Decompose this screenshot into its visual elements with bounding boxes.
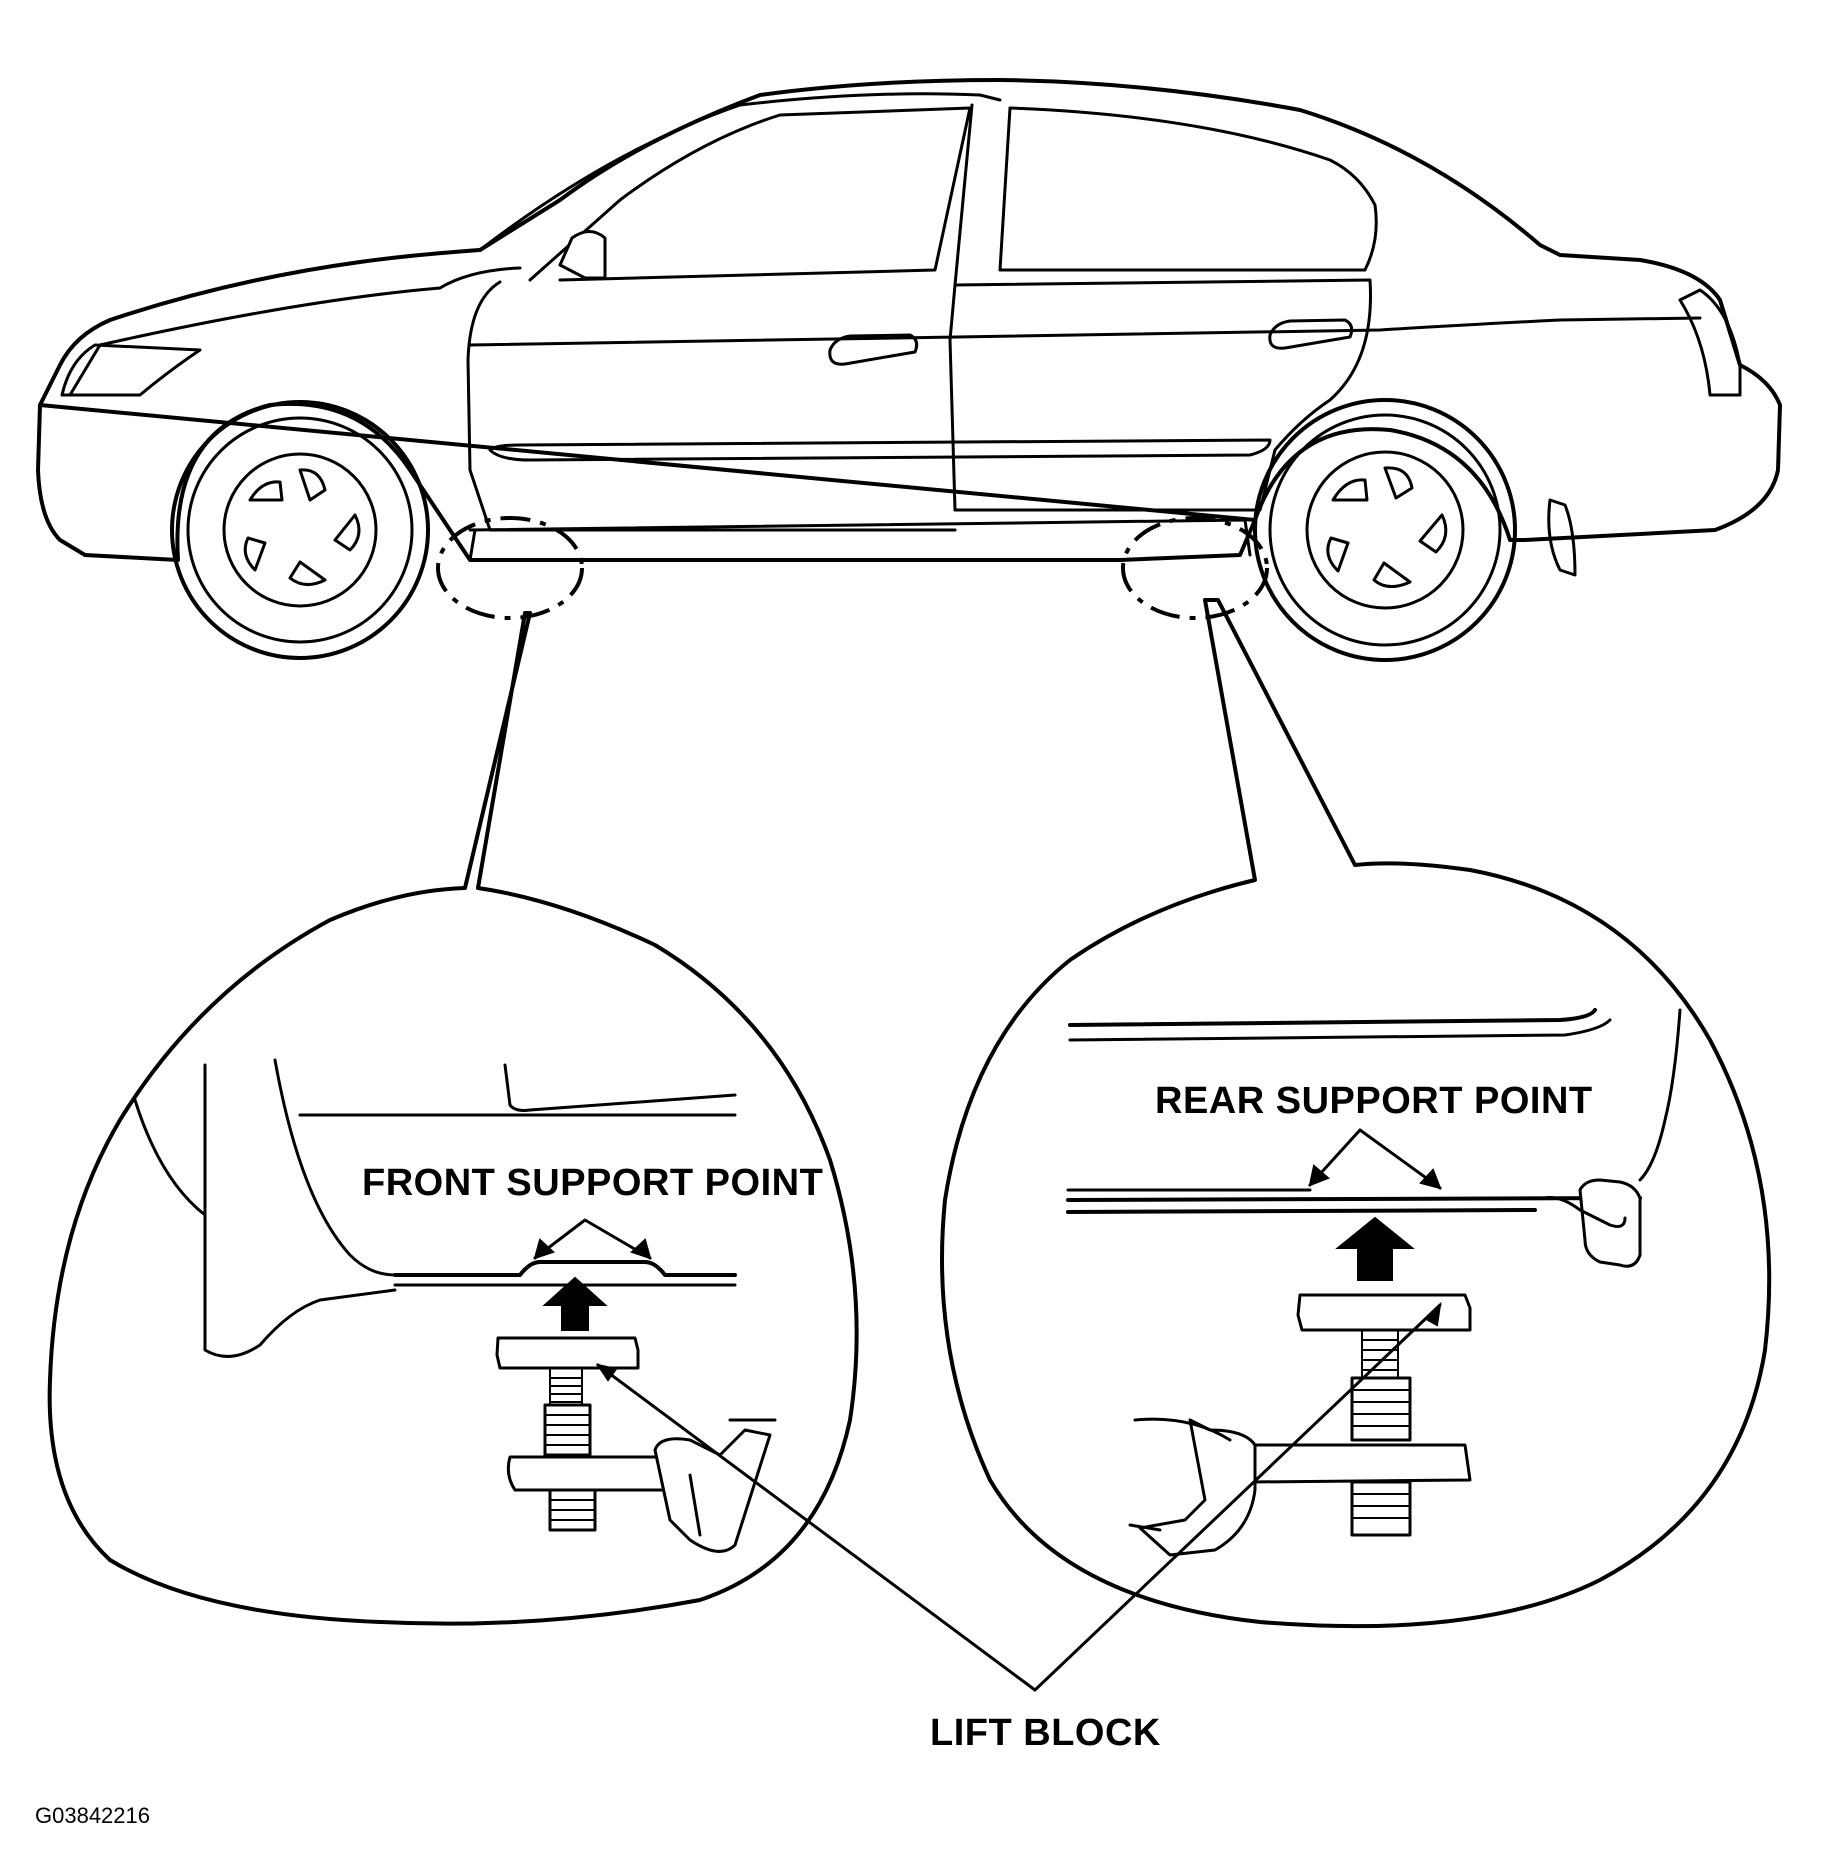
hood-line [68,266,522,397]
rear-detail-bubble [940,598,1772,1629]
rocker-panel [468,518,1252,562]
b-pillar [948,103,974,512]
car-body-outline [36,78,1782,562]
rear-support-point-label: REAR SUPPORT POINT [1155,1080,1593,1122]
front-wheel [170,400,430,660]
front-support-point-label: FRONT SUPPORT POINT [362,1162,823,1204]
front-detail-bubble [47,611,859,1626]
rear-door [953,278,1372,512]
rear-arrowhead-right [1419,1168,1442,1190]
rear-lift-block [1296,1293,1472,1332]
rear-screw-collar [1350,1376,1412,1442]
side-mirror [558,230,607,280]
car-side-view [36,78,1782,662]
front-lift-arrow [542,1276,608,1331]
rear-callout-ellipse [1121,516,1269,620]
rear-lift-arm [1243,1443,1472,1484]
lift-block-leader-rear [1033,1303,1442,1692]
body-crease [468,316,1702,347]
rear-support-pointer [1308,1128,1442,1190]
front-callout-ellipse [436,516,584,620]
front-bubble-outline [47,611,859,1626]
front-arrowhead-right [630,1238,652,1260]
front-rocker-line [393,1260,737,1277]
taillight [1678,288,1742,397]
lift-block-leader-rear-arrow [1426,1301,1442,1327]
front-lift-block [495,1336,640,1370]
lift-block-leader-front [596,1363,1037,1692]
lift-block-leaders [595,1301,1442,1692]
front-arrowhead-left [533,1238,555,1260]
front-door-lines [298,1063,737,1117]
front-fender-edge [133,1098,207,1217]
rear-arrowhead-left [1308,1164,1330,1187]
rear-body-line-top-2 [1068,1018,1612,1042]
rear-mudflap-detail [1578,1178,1642,1268]
front-door [466,280,957,532]
windshield [478,92,1002,252]
rear-door-handle [1268,318,1354,350]
lift-block-leader-front-arrow [595,1363,618,1382]
rear-screw-bottom [1350,1480,1412,1537]
rear-body-line-top [1068,1008,1597,1027]
front-screw-collar [543,1403,592,1457]
rear-wheel-arch-edge [1638,1008,1682,1182]
rear-window [998,106,1378,272]
front-door-handle [828,333,919,366]
side-molding [488,438,1272,462]
front-support-pointer [533,1218,652,1260]
rear-bubble-outline [940,598,1772,1629]
lift-block-label: LIFT BLOCK [930,1712,1161,1754]
front-lift-arm [506,1455,672,1492]
figure-code: G03842216 [35,1803,150,1828]
front-arm-bracket [653,1428,772,1553]
rear-wheel [1253,398,1517,662]
front-window [528,106,972,282]
rear-rocker-line-2 [1066,1208,1537,1214]
headlight [60,343,202,397]
front-wheel-arch-panel [203,1058,397,1358]
rear-mudflap [1547,498,1577,577]
rear-lift-arrow [1335,1216,1415,1281]
